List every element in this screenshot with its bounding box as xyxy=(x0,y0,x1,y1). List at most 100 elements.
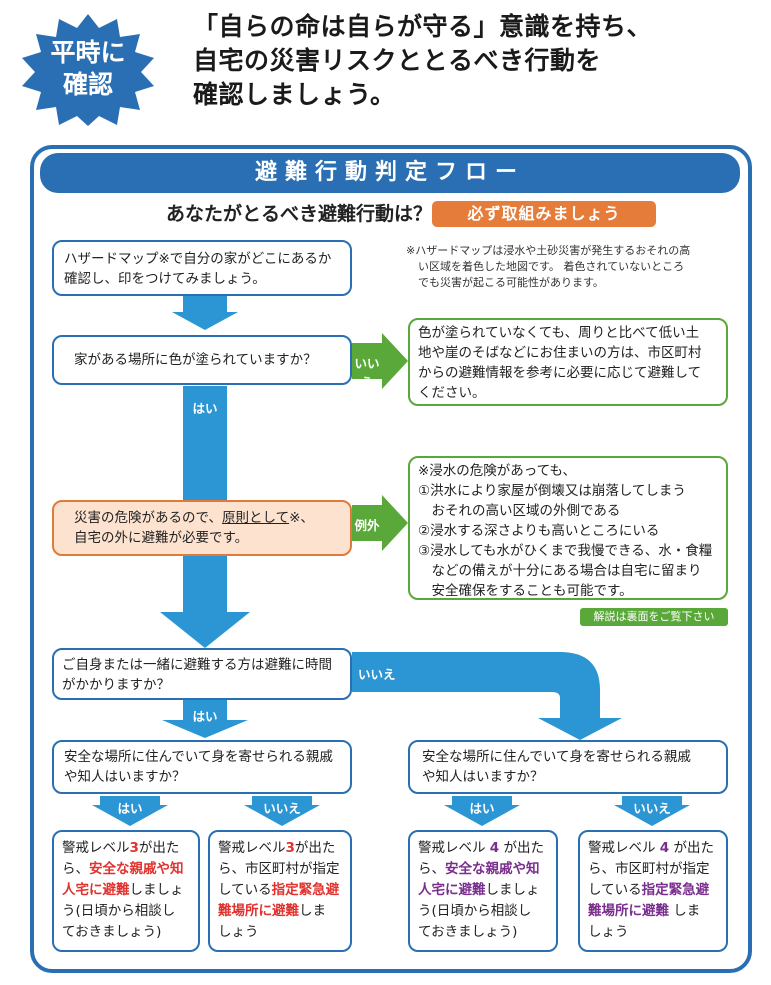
r3-line-4: う(日頃から相談し xyxy=(418,903,532,919)
r2-l1a: 警戒レベル xyxy=(218,840,286,856)
starburst-shape xyxy=(22,14,154,126)
arrow-down-yes-left xyxy=(162,700,248,738)
headline-line-1: 「自らの命は自らが守る」意識を持ち、 xyxy=(193,12,653,41)
r4-line-5: しょう xyxy=(588,924,629,940)
r2-line-1: 警戒レベル3が出た xyxy=(218,838,350,859)
note-line-3: でも災害が起こる可能性があります。 xyxy=(418,276,604,289)
badge-line-2: 確認 xyxy=(62,70,113,99)
headline-line-2: 自宅の災害リスクととるべき行動を xyxy=(193,46,602,75)
step2-text: 家がある場所に色が塗られていますか？ xyxy=(74,352,317,368)
r4-level: 4 xyxy=(659,840,670,856)
r1-line-5: ておきましょう) xyxy=(62,924,162,940)
hazard-map-note: ※ハザードマップは浸水や土砂災害が発生するおそれの高 い区域を着色した地図です。… xyxy=(406,243,742,291)
r3-line-5: ておきましょう) xyxy=(418,924,518,940)
r1-l2a: ら、 xyxy=(62,861,89,877)
arrow-yes-l3 xyxy=(92,796,168,826)
headline-line-3: 確認しましょう。 xyxy=(193,80,396,109)
r1-line-2: ら、安全な親戚や知 xyxy=(62,859,198,880)
step5l-line-2: や知人はいますか？ xyxy=(64,769,186,785)
r4-line-1: 警戒レベル 4 が出た xyxy=(588,838,726,859)
yes-label-1: はい xyxy=(192,401,218,416)
r1-l2b: 安全な親戚や知 xyxy=(89,861,184,877)
exception-line-4: ②浸水する深さよりも高いところにいる xyxy=(418,523,660,539)
r4-line-3: している指定緊急避 xyxy=(588,880,726,901)
note-line-1: ※ハザードマップは浸水や土砂災害が発生するおそれの高 xyxy=(406,244,691,257)
exception-line-5: ③浸水しても水がひくまで我慢できる、水・食糧 xyxy=(418,543,713,559)
r2-l4b: しま xyxy=(299,903,326,919)
note-line-2: い区域を着色した地図です。 着色されていないところ xyxy=(418,260,685,273)
r1-l3a: 人宅に避難 xyxy=(62,882,130,898)
heiji-kakunin-badge: 平時に 確認 xyxy=(20,14,156,126)
r4-l3a: している xyxy=(588,882,642,898)
r4-l4b: しま xyxy=(669,903,701,919)
no-label-l3: いいえ xyxy=(263,801,301,816)
advice-line-2: 地や崖のそばなどにお住まいの方は、市区町村 xyxy=(418,345,702,361)
r1-line-3: 人宅に避難しましょ xyxy=(62,880,198,901)
step1-line-1: ハザードマップ※で自分の家がどこにあるか xyxy=(64,251,332,267)
flow-title: 避難行動判定フロー xyxy=(40,153,740,193)
r3-line-3: 人宅に避難しましょ xyxy=(418,880,556,901)
step5r-line-1: 安全な場所に住んでいて身を寄せられる親戚 xyxy=(422,749,691,765)
not-colored-advice: 色が塗られていなくても、周りと比べて低い土 地や崖のそばなどにお住まいの方は、市… xyxy=(408,318,728,406)
step-time-needed-question: ご自身または一緒に避難する方は避難に時間 がかかりますか？ xyxy=(52,648,352,700)
advice-line-4: ください。 xyxy=(418,385,486,401)
step3-principle: 原則として xyxy=(221,510,290,526)
advice-line-3: からの避難情報を参考に必要に応じて避難して xyxy=(418,365,702,381)
evacuation-required: 災害の危険があるので、原則として※、 自宅の外に避難が必要です。 xyxy=(52,500,352,556)
headline: 「自らの命は自らが守る」意識を持ち、 自宅の災害リスクととるべき行動を 確認しま… xyxy=(193,10,753,112)
r3-l3b: しましょ xyxy=(485,882,540,898)
advice-line-1: 色が塗られていなくても、周りと比べて低い土 xyxy=(418,325,700,341)
exception-line-7: 安全確保をすることも可能です。 xyxy=(418,583,633,599)
arrow-right-no xyxy=(352,333,408,389)
arrow-no-right-branch xyxy=(352,652,622,740)
r3-line-2: ら、安全な親戚や知 xyxy=(418,859,556,880)
result-level4-shelter: 警戒レベル 4 が出た ら、市区町村が指定 している指定緊急避 難場所に避難 し… xyxy=(578,830,728,952)
no-label-1: いいえ xyxy=(354,356,380,390)
r3-line-1: 警戒レベル 4 が出た xyxy=(418,838,556,859)
yes-label-l4: はい xyxy=(469,801,495,816)
arrow-right-exception xyxy=(352,495,408,551)
step3-line-2: 自宅の外に避難が必要です。 xyxy=(74,530,249,546)
r1-l1c: が出た xyxy=(138,840,180,856)
r2-l3b: 指定緊急避 xyxy=(271,882,340,898)
r1-l1a: 警戒レベル xyxy=(62,840,130,856)
no-label-l4: いいえ xyxy=(633,801,671,816)
must-do-badge: 必ず取組みましょう xyxy=(432,201,656,227)
r2-line-4: 難場所に避難しま xyxy=(218,901,350,922)
r4-l3b: 指定緊急避 xyxy=(641,882,710,898)
arrow-no-l4 xyxy=(614,796,690,826)
r2-l3a: している xyxy=(218,882,272,898)
exception-line-3: おそれの高い区域の外側である xyxy=(418,503,621,519)
r3-level: 4 xyxy=(489,840,500,856)
result-level3-relatives: 警戒レベル3が出た ら、安全な親戚や知 人宅に避難しましょ う(日頃から相談し … xyxy=(52,830,200,952)
r4-line-4: 難場所に避難 しま xyxy=(588,901,726,922)
r2-line-5: しょう xyxy=(218,924,259,940)
r3-l1c: が出た xyxy=(499,840,544,856)
exception-line-6: などの備えが十分にある場合は自宅に留まり xyxy=(418,563,702,579)
exception-box: ※浸水の危険があっても、 ①洪水により家屋が倒壊又は崩落してしまう おそれの高い… xyxy=(408,456,728,600)
r3-l1a: 警戒レベル xyxy=(418,840,490,856)
result-level3-shelter: 警戒レベル3が出た ら、市区町村が指定 している指定緊急避 難場所に避難しま し… xyxy=(208,830,352,952)
r2-level: 3 xyxy=(285,840,295,856)
r4-line-2: ら、市区町村が指定 xyxy=(588,861,710,877)
r2-l4a: 難場所に避難 xyxy=(218,903,299,919)
result-level4-relatives: 警戒レベル 4 が出た ら、安全な親戚や知 人宅に避難しましょ う(日頃から相談… xyxy=(408,830,558,952)
yes-label-l3: はい xyxy=(117,801,143,816)
arrow-down-1 xyxy=(172,296,238,330)
step5l-line-1: 安全な場所に住んでいて身を寄せられる親戚 xyxy=(64,749,333,765)
step3-line-1: 災害の危険があるので、原則として※、 xyxy=(74,508,350,528)
arrow-yes-l4 xyxy=(444,796,520,826)
step4-line-2: がかかりますか？ xyxy=(62,677,170,693)
step4-line-1: ご自身または一緒に避難する方は避難に時間 xyxy=(62,657,332,673)
arrow-no-l3 xyxy=(244,796,320,826)
r2-l1c: が出た xyxy=(294,840,336,856)
step-relatives-question-left: 安全な場所に住んでいて身を寄せられる親戚 や知人はいますか？ xyxy=(52,740,352,794)
r2-line-3: している指定緊急避 xyxy=(218,880,350,901)
r4-l4a: 難場所に避難 xyxy=(588,903,669,919)
r1-l3b: しましょ xyxy=(129,882,184,898)
r1-line-4: う(日頃から相談し xyxy=(62,903,176,919)
exception-line-2: ①洪水により家屋が倒壊又は崩落してしまう xyxy=(418,483,686,499)
r4-l1a: 警戒レベル xyxy=(588,840,660,856)
step3-text-a: 災害の危険があるので、 xyxy=(74,510,222,526)
r3-l3a: 人宅に避難 xyxy=(418,882,486,898)
